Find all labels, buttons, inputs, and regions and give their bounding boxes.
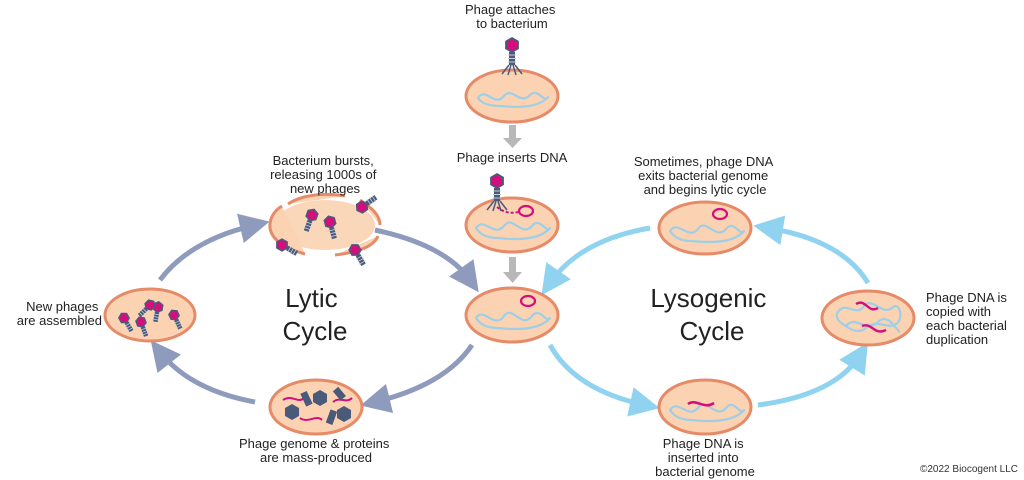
label-inserted: Phage DNA is inserted into bacterial gen… xyxy=(655,436,755,479)
label-burst: Bacterium bursts, releasing 1000s of new… xyxy=(270,153,380,196)
label-mass-produced: Phage genome & proteins are mass-produce… xyxy=(239,436,393,465)
down-arrow-1 xyxy=(503,125,522,148)
bacterium-attach xyxy=(464,38,560,124)
bacterium-mass-produced xyxy=(268,378,364,436)
bacterium-assembled xyxy=(103,287,197,343)
copyright: ©2022 Biocogent LLC xyxy=(920,464,1018,475)
label-exits: Sometimes, phage DNA exits bacterial gen… xyxy=(634,154,776,197)
bacterium-exits xyxy=(657,200,753,256)
down-arrow-2 xyxy=(503,257,522,283)
lysogenic-arrows xyxy=(541,215,871,417)
bacterium-insert xyxy=(464,174,560,254)
bacterium-burst xyxy=(268,192,382,269)
label-assembled: New phages are assembled xyxy=(17,299,102,328)
bacterium-inserted xyxy=(657,378,753,436)
label-attach: Phage attaches to bacterium xyxy=(465,2,559,31)
bacterium-center xyxy=(464,286,560,344)
label-insert: Phage inserts DNA xyxy=(457,150,568,165)
lytic-arrows xyxy=(150,213,479,414)
lysogenic-cycle-title: Lysogenic Cycle xyxy=(650,283,773,346)
lytic-cycle-title: Lytic Cycle xyxy=(282,283,347,346)
bacterium-copied xyxy=(820,289,916,347)
label-copied: Phage DNA is copied with each bacterial … xyxy=(926,290,1011,347)
